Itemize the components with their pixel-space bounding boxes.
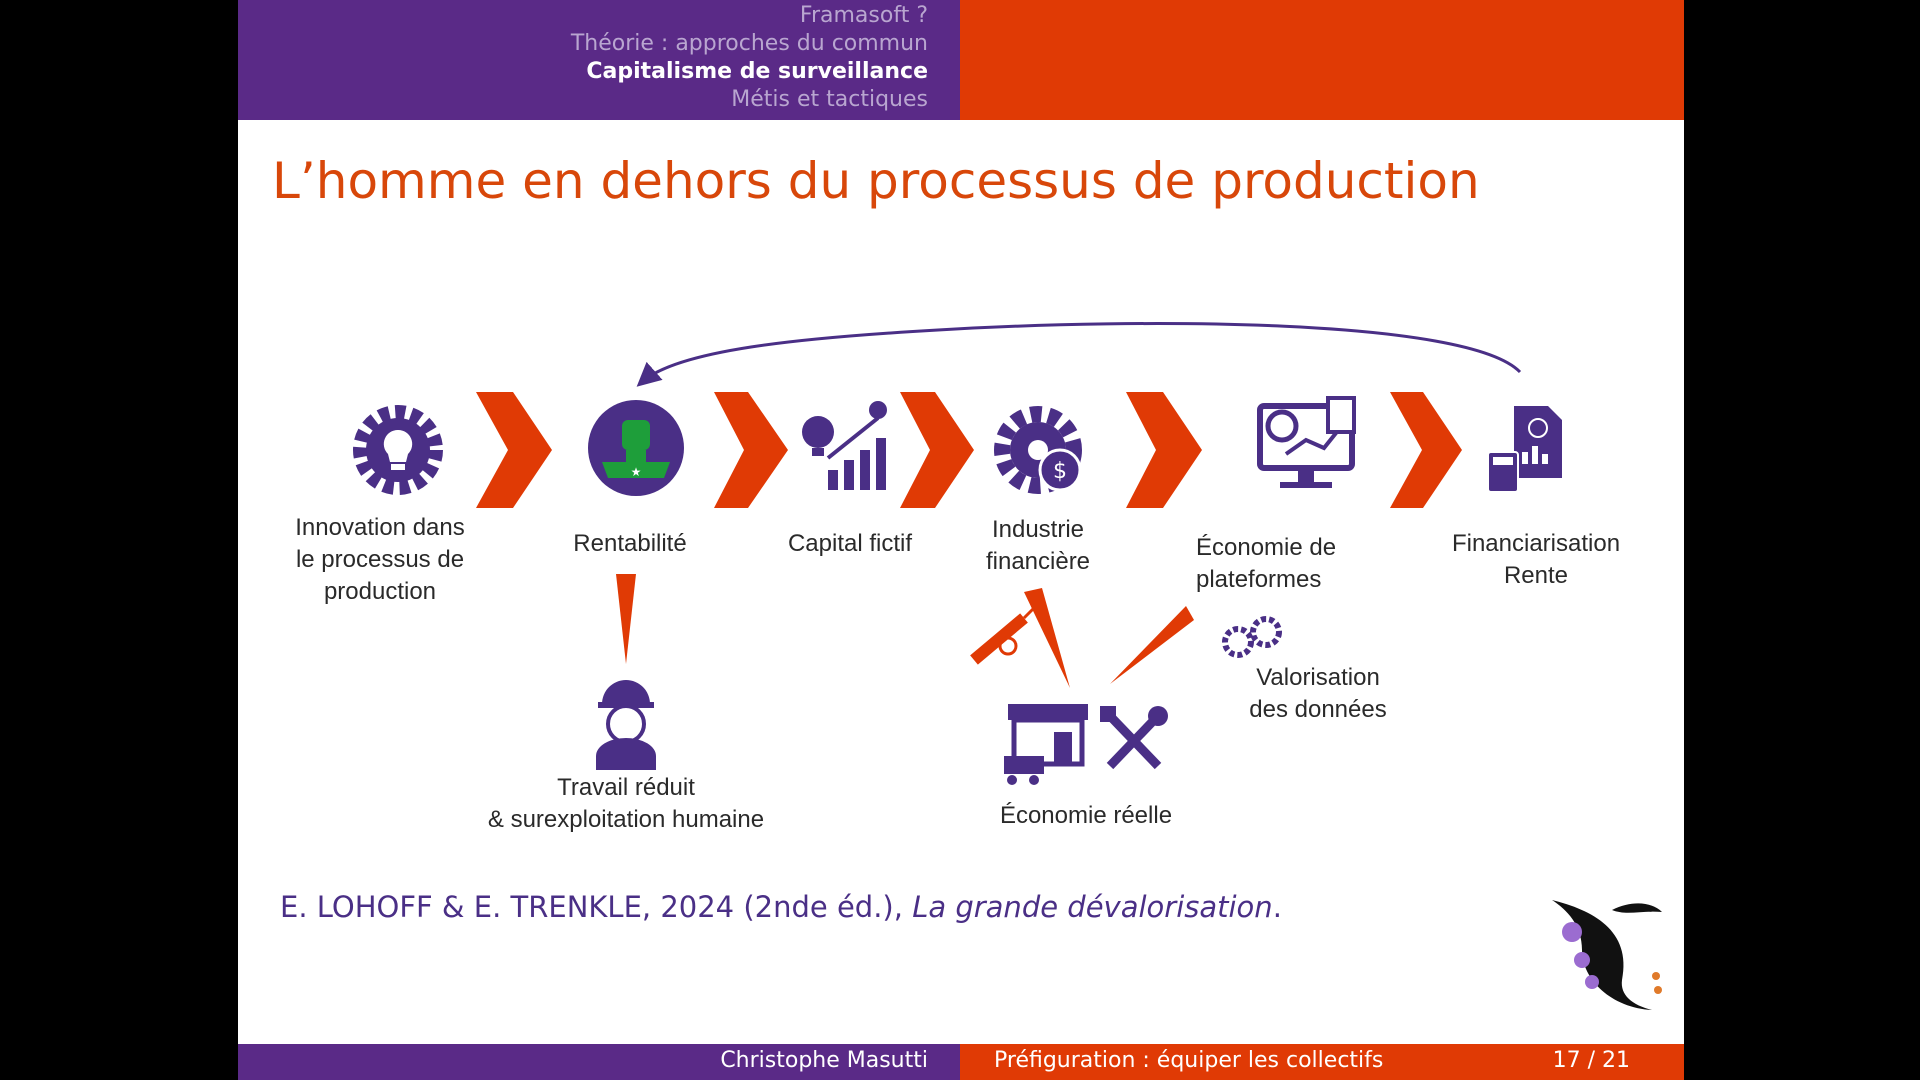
feedback-arrow — [636, 322, 1522, 387]
header-nav-panel: Framasoft ? Théorie : approches du commu… — [238, 0, 960, 120]
framasoft-logo — [1552, 900, 1662, 1010]
step-label-plateformes: Économie de plateformes — [1196, 534, 1337, 593]
outcome-label-reelle: Économie réelle — [999, 802, 1173, 829]
step-label-rentabilite: Rentabilité — [573, 530, 687, 557]
step-label-industrie: Industrie financière — [985, 516, 1091, 575]
chevron-2 — [714, 392, 788, 508]
outcome-label-travail-1: Travail réduit — [557, 774, 695, 801]
lightbulb-gear-icon — [353, 405, 443, 495]
citation-book: La grande dévalorisation — [912, 890, 1273, 924]
outcome-label-donnees-1: Valorisation — [1256, 664, 1380, 691]
nav-item-theorie[interactable]: Théorie : approches du commun — [570, 31, 928, 56]
citation: E. LOHOFF & E. TRENKLE, 2024 (2nde éd.),… — [280, 890, 1282, 924]
slide-title: L’homme en dehors du processus de produc… — [272, 152, 1480, 210]
chevron-3 — [900, 392, 974, 508]
footer-page-number: 17 / 21 — [1552, 1048, 1630, 1073]
svg-text:★: ★ — [631, 465, 642, 479]
chevron-1 — [476, 392, 552, 508]
citation-end: . — [1272, 890, 1282, 924]
section-nav: Framasoft ? Théorie : approches du commu… — [571, 2, 928, 114]
shop-icon — [1004, 704, 1088, 785]
production-diagram: ★ $ — [353, 322, 1662, 1010]
down-arrow-donnees — [1110, 606, 1194, 684]
footer-left: Christophe Masutti — [238, 1044, 960, 1080]
chevron-5 — [1390, 392, 1462, 508]
worker-icon — [596, 680, 656, 770]
down-arrow-travail — [616, 574, 636, 664]
tools-icon — [1100, 706, 1168, 770]
nav-item-framasoft[interactable]: Framasoft ? — [799, 3, 928, 28]
nav-item-capitalisme[interactable]: Capitalisme de surveillance — [586, 59, 928, 84]
citation-authors: E. LOHOFF & E. TRENKLE, 2024 (2nde éd.), — [280, 890, 903, 924]
calculator-report-icon — [1487, 406, 1562, 493]
footer-author: Christophe Masutti — [720, 1048, 928, 1073]
fist-badge-icon: ★ — [588, 400, 684, 496]
gears-icon — [1222, 616, 1282, 658]
slide: Framasoft ? Théorie : approches du commu… — [238, 0, 1684, 1080]
nav-item-metis[interactable]: Métis et tactiques — [731, 87, 928, 112]
step-label-innovation: Innovation dans le processus de producti… — [295, 514, 465, 605]
idea-growth-icon — [802, 401, 887, 490]
step-label-capital-fictif: Capital fictif — [787, 530, 913, 557]
outcome-label-donnees-2: des données — [1249, 696, 1387, 723]
monitor-analytics-icon — [1257, 396, 1356, 488]
footer-right: Préfiguration : équiper les collectifs 1… — [960, 1044, 1684, 1080]
syringe-icon — [970, 606, 1036, 665]
step-label-financiarisation: Financiarisation Rente — [1451, 530, 1621, 589]
gear-dollar-icon: $ — [994, 406, 1082, 494]
down-arrow-reelle — [1024, 588, 1070, 688]
chevron-4 — [1126, 392, 1202, 508]
footer-talk-title: Préfiguration : équiper les collectifs — [994, 1048, 1384, 1073]
header-accent-panel — [960, 0, 1684, 120]
outcome-label-travail-2: & surexploitation humaine — [487, 806, 765, 833]
svg-text:$: $ — [1053, 459, 1067, 484]
